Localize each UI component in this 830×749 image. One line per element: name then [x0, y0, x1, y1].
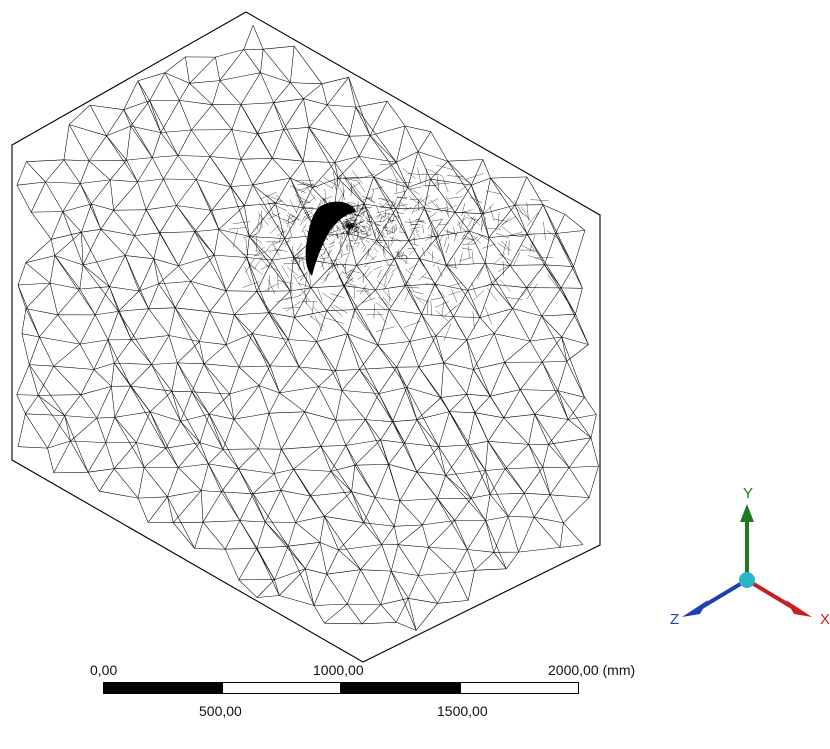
scale-label-1000: 1000,00: [313, 662, 364, 678]
z-axis-line: [700, 578, 749, 609]
z-axis-arrow: [682, 600, 708, 617]
blade-body: [305, 201, 356, 276]
domain-outline: [11, 11, 601, 663]
scale-segment: [103, 682, 222, 694]
mesh-wireframe: [16, 25, 599, 631]
scale-label-1500: 1500,00: [437, 703, 488, 719]
scale-segment: [341, 682, 460, 694]
y-axis-arrow: [740, 504, 754, 522]
x-axis-arrow: [786, 600, 812, 617]
x-axis-line: [745, 578, 794, 609]
scale-bar: [103, 682, 579, 696]
scale-segment: [460, 682, 579, 694]
mesh-refinement-region: [228, 163, 562, 341]
x-axis-label: X: [820, 611, 830, 628]
z-axis-label: Z: [670, 611, 679, 628]
scale-label-2000: 2000,00 (mm): [548, 662, 636, 678]
coordinate-triad: Y X Z: [660, 470, 830, 640]
scale-label-500: 500,00: [199, 703, 242, 719]
y-axis-label: Y: [743, 485, 753, 502]
scale-label-0: 0,00: [90, 662, 118, 678]
triad-origin: [739, 572, 755, 588]
scale-segment: [222, 682, 341, 694]
